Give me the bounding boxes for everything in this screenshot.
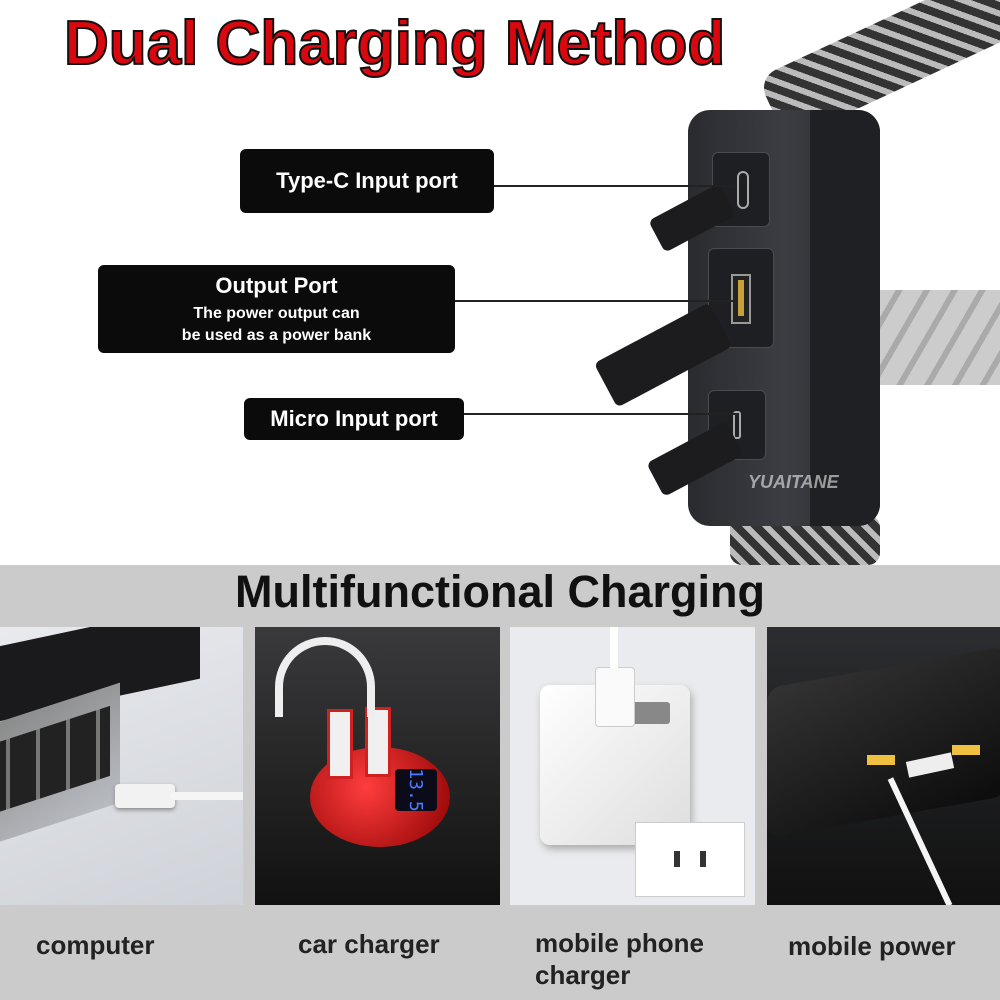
section-subtitle: Multifunctional Charging bbox=[235, 566, 765, 617]
car-charger-photo: 13.5 bbox=[255, 627, 500, 905]
caption-phone-charger-1: mobile phone bbox=[535, 928, 704, 958]
micro-pointer-line bbox=[464, 413, 739, 415]
page-title: Dual Charging Method bbox=[63, 8, 726, 79]
micro-label: Micro Input port bbox=[244, 398, 464, 440]
caption-car-charger: car charger bbox=[298, 929, 440, 959]
watermark: YUAITANE bbox=[748, 472, 839, 492]
caption-phone-charger-2: charger bbox=[535, 960, 631, 990]
caption-computer: computer bbox=[36, 930, 155, 960]
output-port-desc-2: be used as a power bank bbox=[181, 327, 372, 344]
output-port-title: Output Port bbox=[215, 273, 338, 298]
type-c-label: Type-C Input port bbox=[240, 149, 494, 213]
micro-label-text: Micro Input port bbox=[270, 406, 438, 431]
headband-strap-right bbox=[875, 290, 1000, 385]
voltage-display: 13.5 bbox=[405, 768, 427, 812]
output-port-desc-1: The power output can bbox=[193, 305, 360, 322]
phone-charger-photo bbox=[510, 627, 755, 905]
output-port-label: Output Port The power output can be used… bbox=[98, 265, 455, 353]
output-pointer-line bbox=[455, 300, 737, 302]
type-c-pointer-line bbox=[494, 185, 736, 187]
power-bank-photo bbox=[767, 627, 1000, 905]
computer-photo bbox=[0, 627, 243, 905]
caption-mobile-power: mobile power bbox=[788, 931, 956, 961]
type-c-label-text: Type-C Input port bbox=[276, 168, 458, 193]
